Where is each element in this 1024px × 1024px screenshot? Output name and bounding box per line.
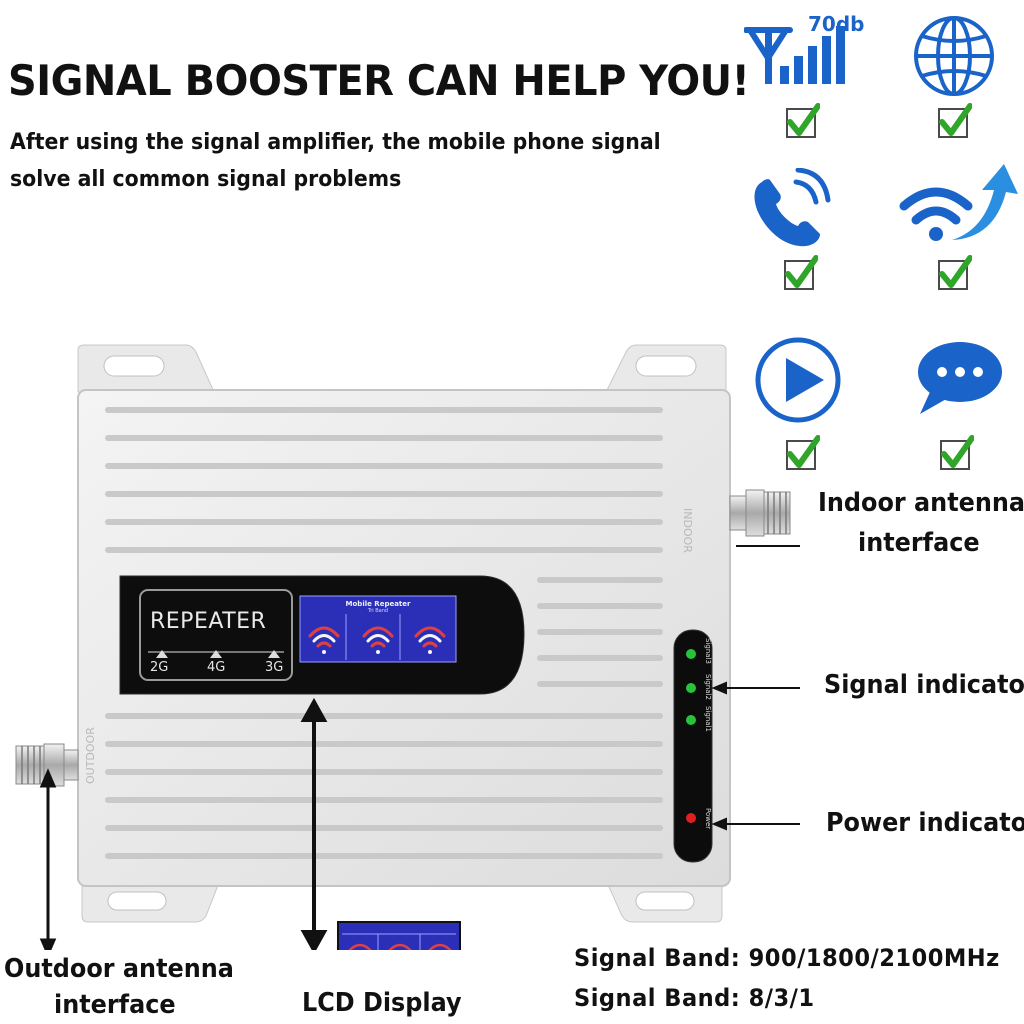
globe-icon bbox=[914, 16, 994, 96]
lcd-title: Mobile Repeater bbox=[345, 600, 411, 608]
check-icon bbox=[786, 103, 820, 138]
phone-call-feature bbox=[744, 167, 854, 308]
wifi-boost-feature bbox=[896, 160, 1018, 300]
chat-bubble-icon bbox=[918, 342, 1002, 414]
antenna-signal-icon bbox=[743, 26, 845, 84]
signal-band-numbers: Signal Band: 8/3/1 bbox=[574, 984, 815, 1012]
play-feature bbox=[752, 334, 862, 474]
gain-label: 70db bbox=[808, 12, 865, 36]
signal-band-frequency: Signal Band: 900/1800/2100MHz bbox=[574, 944, 1000, 972]
wifi-boost-icon bbox=[899, 164, 1018, 241]
outdoor-port-label: OUTDOOR bbox=[84, 727, 97, 784]
outdoor-antenna-label-2: interface bbox=[54, 990, 176, 1020]
check-icon bbox=[938, 103, 972, 138]
lcd-display-label: LCD Display bbox=[302, 988, 462, 1018]
led-label-signal3: Signal3 bbox=[704, 638, 712, 664]
outdoor-antenna-label-1: Outdoor antenna bbox=[4, 954, 234, 984]
globe-feature bbox=[900, 8, 1010, 148]
check-icon bbox=[940, 435, 974, 470]
band-label-4g: 4G bbox=[207, 660, 226, 675]
signal-indicator-label: Signal indicator bbox=[824, 670, 1024, 700]
subtitle-line-1: After using the signal amplifier, the mo… bbox=[10, 130, 661, 155]
lcd-subtitle: Tri Band bbox=[367, 608, 389, 614]
chat-feature bbox=[908, 334, 1018, 474]
indoor-antenna-label-2: interface bbox=[858, 528, 980, 558]
led-label-signal2: Signal2 bbox=[704, 674, 712, 700]
indoor-antenna-label-1: Indoor antenna bbox=[818, 488, 1024, 518]
band-label-2g: 2G bbox=[150, 660, 169, 675]
indoor-port-label: INDOOR bbox=[681, 508, 694, 553]
band-label-3g: 3G bbox=[265, 660, 284, 675]
power-indicator-label: Power indicator bbox=[826, 808, 1024, 838]
signal-booster-device bbox=[15, 344, 800, 950]
antenna-signal-feature: 70db bbox=[743, 8, 864, 148]
repeater-label: REPEATER bbox=[150, 609, 267, 634]
led-label-signal1: Signal1 bbox=[704, 706, 712, 732]
subtitle-line-2: solve all common signal problems bbox=[10, 167, 402, 192]
check-icon bbox=[938, 255, 972, 290]
check-icon bbox=[784, 255, 818, 290]
led-label-power: Power bbox=[704, 808, 712, 830]
check-icon bbox=[786, 435, 820, 470]
play-icon bbox=[755, 337, 841, 423]
phone-call-icon bbox=[754, 167, 831, 247]
headline: SIGNAL BOOSTER CAN HELP YOU! bbox=[8, 56, 750, 105]
